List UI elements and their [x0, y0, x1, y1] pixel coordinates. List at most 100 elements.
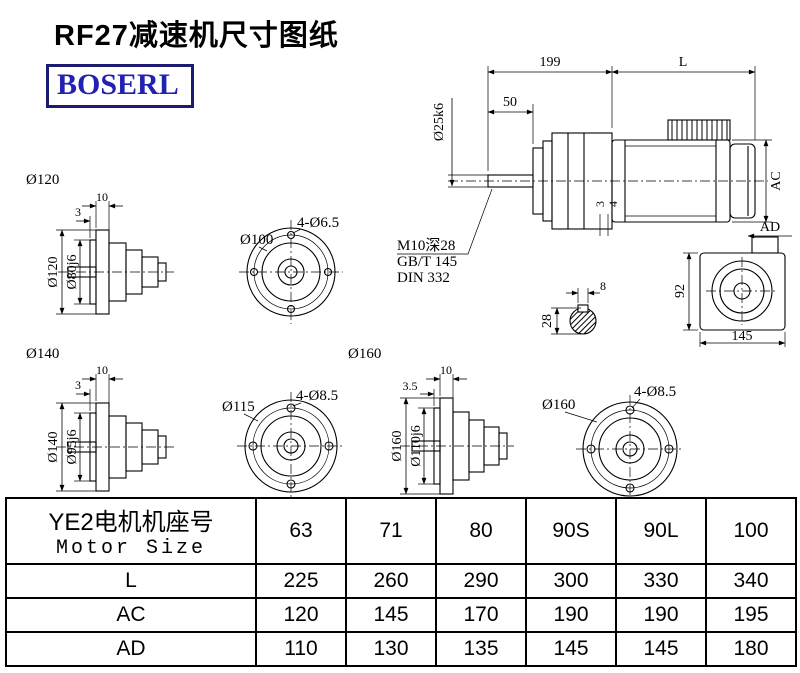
bolt-hole	[249, 267, 259, 277]
technical-drawing-svg: 199 L 50 Ø25k6 AC 3 4 M10深28 GB/T 145	[26, 55, 792, 497]
rear-view-dimensions: AD 92 145	[673, 220, 792, 347]
dim-bolt-circle-label: Ø100	[240, 232, 273, 248]
AD-value: 110	[255, 631, 347, 667]
bolt-hole	[286, 304, 296, 314]
bolt-hole	[324, 441, 334, 451]
AD-value: 180	[705, 631, 797, 667]
dim-spigot-label: Ø80j6	[65, 255, 80, 290]
AD-value: 145	[615, 631, 707, 667]
bolt-hole	[586, 444, 596, 454]
front-100-dimensions: 4-Ø6.5 Ø100	[240, 215, 339, 252]
AD-value: 130	[345, 631, 437, 667]
size-90L: 90L	[615, 497, 707, 565]
key-section-dimensions: 8 28	[540, 279, 606, 335]
dim-bolt-circle-label: Ø160	[542, 397, 575, 413]
dim-28-label: 28	[540, 314, 555, 328]
AC-value: 190	[525, 597, 617, 633]
view-label-140: Ø140	[26, 346, 59, 362]
bolt-hole	[248, 441, 258, 451]
dim-bolt-holes-label: 4-Ø8.5	[634, 384, 676, 400]
motor-size-header-cell: YE2电机机座号 Motor Size	[5, 497, 257, 565]
dim-spigot-label: Ø95j6	[65, 430, 80, 465]
view-label-120: Ø120	[26, 172, 59, 188]
fan-cover	[729, 143, 756, 219]
bolt-hole	[286, 479, 296, 489]
dim-bolt-holes-label: 4-Ø8.5	[296, 388, 338, 404]
terminal-box	[751, 236, 779, 254]
dim-spigot-label: Ø110j6	[409, 425, 424, 466]
dim-3-label: 3	[75, 378, 81, 392]
main-assembly-view: 199 L 50 Ø25k6 AC 3 4 M10深28 GB/T 145	[397, 55, 784, 286]
dim-4-label: 4	[606, 201, 620, 207]
dim-AC-label: AC	[769, 171, 784, 190]
L-value: 330	[615, 563, 707, 599]
L-value: 260	[345, 563, 437, 599]
size-63: 63	[255, 497, 347, 565]
bolt-hole	[286, 230, 296, 240]
dim-L-label: L	[679, 55, 688, 70]
dim-10-label: 10	[440, 363, 452, 377]
L-value: 300	[525, 563, 617, 599]
bolt-hole	[625, 483, 635, 493]
note-din-label: DIN 332	[397, 270, 450, 286]
flange-100-front-view: 4-Ø6.5 Ø100	[239, 215, 343, 324]
L-value: 225	[255, 563, 347, 599]
motor-size-table: YE2电机机座号 Motor Size 63 71 80 90S 90L 100…	[5, 497, 797, 667]
AC-value: 190	[615, 597, 707, 633]
size-80: 80	[435, 497, 527, 565]
AC-value: 170	[435, 597, 527, 633]
AC-value: 195	[705, 597, 797, 633]
dim-3-label: 3	[75, 205, 81, 219]
dim-92-label: 92	[673, 284, 688, 298]
front-100-geometry	[239, 220, 343, 324]
dim-flange-od-label: Ø140	[46, 431, 61, 462]
note-gbt-label: GB/T 145	[397, 254, 457, 270]
gearbox-rear-view: AD 92 145	[673, 220, 792, 347]
flange-140-geometry	[56, 402, 176, 492]
row-label-AC: AC	[5, 597, 257, 633]
dim-199-label: 199	[540, 55, 561, 70]
bolt-hole	[323, 267, 333, 277]
shaft-key-section-view: 8 28	[540, 279, 606, 335]
table-row-AC: AC 120 145 170 190 190 195	[5, 597, 797, 633]
bolt-hole	[625, 405, 635, 415]
boserl-logo: BOSERL	[46, 64, 194, 108]
dim-10-label: 10	[96, 363, 108, 377]
AC-value: 145	[345, 597, 437, 633]
flange-140-side-view: Ø140 10 3	[26, 346, 176, 492]
flange-160-dimensions: 10 3.5 Ø160 Ø110j6	[390, 363, 467, 495]
dim-flange-od-label: Ø120	[46, 256, 61, 287]
rear-view-geometry	[699, 236, 786, 331]
flange-120-dimensions: 10 3 Ø120 Ø80j6	[46, 190, 123, 315]
size-71: 71	[345, 497, 437, 565]
flange-160-side-view: Ø160 10 3.5	[348, 346, 514, 495]
dim-bolt-circle-label: Ø115	[222, 399, 255, 415]
flange-120-side-view: Ø120 10 3	[26, 172, 174, 315]
row-label-AD: AD	[5, 631, 257, 667]
dim-50-label: 50	[503, 95, 517, 110]
table-row-AD: AD 110 130 135 145 145 180	[5, 631, 797, 667]
bolt-hole	[286, 403, 296, 413]
motor-size-label-cn: YE2电机机座号	[48, 509, 214, 536]
dim-3-5-label: 3.5	[403, 379, 418, 393]
row-label-L: L	[5, 563, 257, 599]
dim-flange-od-label: Ø160	[390, 430, 405, 461]
keyway	[577, 304, 589, 313]
note-thread-label: M10深28	[397, 237, 455, 254]
table-row-L: L 225 260 290 300 330 340	[5, 563, 797, 599]
dim-8-label: 8	[600, 279, 606, 293]
table-header-row: YE2电机机座号 Motor Size 63 71 80 90S 90L 100	[5, 497, 797, 565]
motor-size-label-en: Motor Size	[55, 537, 207, 560]
dim-bolt-holes-label: 4-Ø6.5	[297, 215, 339, 231]
dim-shaft-diameter-label: Ø25k6	[432, 103, 447, 141]
front-160-geometry	[576, 395, 684, 497]
main-assembly-dimensions: 199 L 50 Ø25k6 AC 3 4 M10深28 GB/T 145	[397, 55, 784, 286]
key-section-geometry	[569, 304, 597, 335]
terminal-box	[667, 119, 731, 141]
dim-3-label: 3	[593, 201, 607, 207]
front-115-dimensions: 4-Ø8.5 Ø115	[222, 388, 338, 422]
dim-AD-label: AD	[760, 220, 780, 235]
flange-115-front-view: 4-Ø8.5 Ø115	[222, 388, 345, 497]
L-value: 340	[705, 563, 797, 599]
